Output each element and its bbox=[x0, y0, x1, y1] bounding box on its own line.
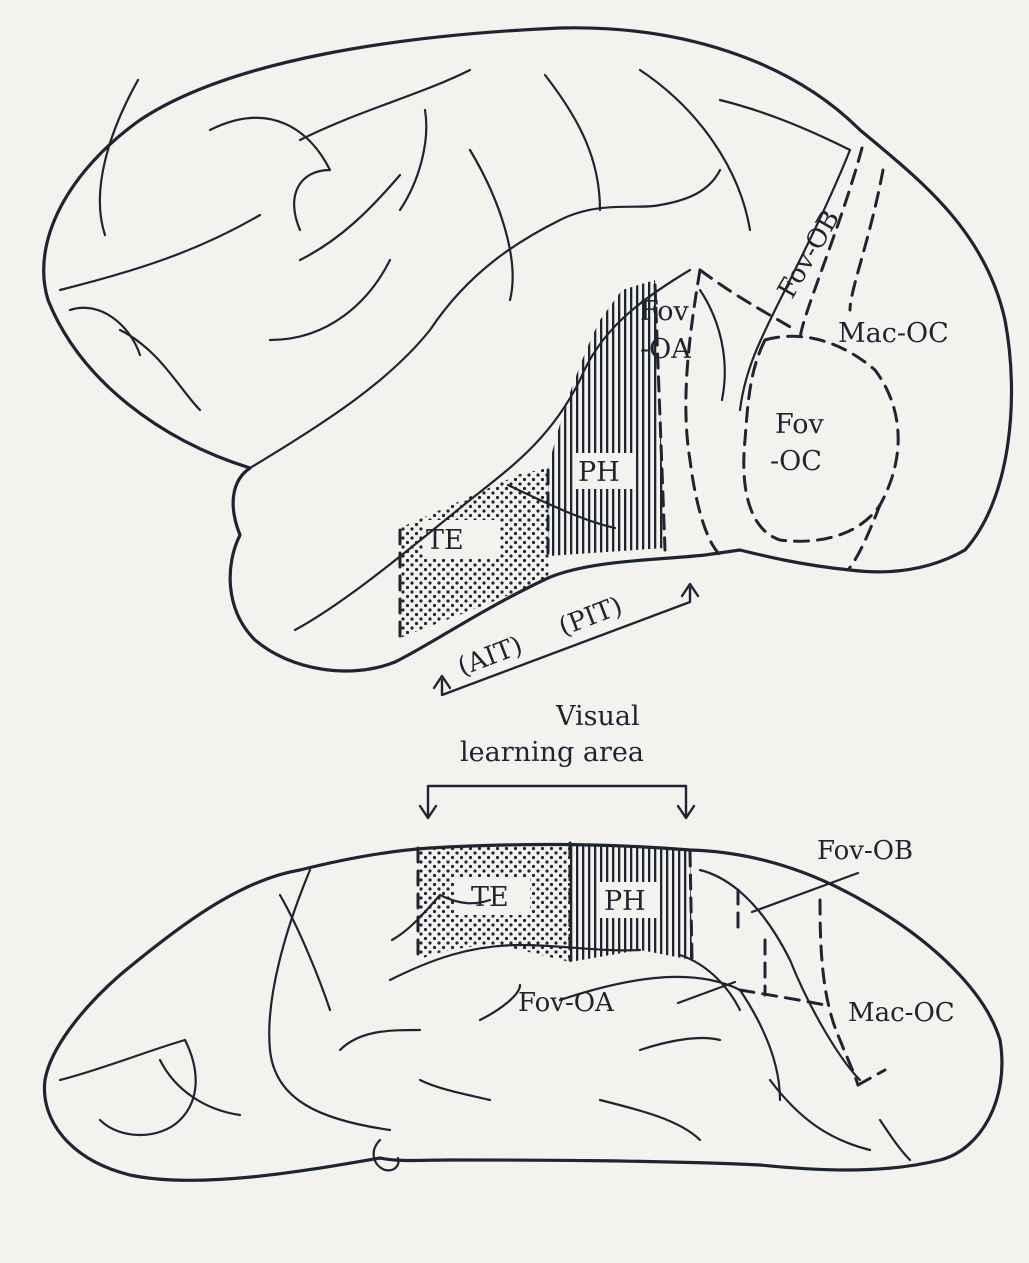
lower-fov-oa-boundary bbox=[740, 990, 825, 1005]
upper-sulcus-3 bbox=[60, 215, 260, 290]
visual-learning-bracket bbox=[428, 786, 686, 816]
lower-sulcus-12 bbox=[640, 1038, 720, 1050]
upper-sulcus-8 bbox=[300, 175, 400, 260]
caption-line2: learning area bbox=[460, 737, 644, 768]
arcuate-sulcus bbox=[470, 150, 513, 300]
lower-fov-ob-label: Fov-OB bbox=[817, 836, 913, 866]
lower-fov-oa-label: Fov-OA bbox=[518, 988, 615, 1018]
fov-oa-label-line2: -OA bbox=[640, 334, 691, 365]
upper-sulcus-9 bbox=[270, 260, 390, 340]
central-sulcus bbox=[545, 75, 600, 210]
lower-sulcus-17 bbox=[880, 1120, 910, 1160]
lower-sulcus-16 bbox=[374, 1140, 399, 1170]
fov-ob-label: Fov-OB bbox=[772, 205, 846, 303]
fov-oa-label-line1: Fov bbox=[640, 296, 690, 327]
lower-sulcus-2 bbox=[280, 895, 330, 1010]
mac-oc-outer bbox=[850, 170, 883, 310]
fov-oc-label-line1: Fov bbox=[775, 409, 825, 440]
upper-sulcus-6 bbox=[300, 70, 470, 140]
ait-label: (AIT) bbox=[454, 631, 527, 683]
upper-sulcus-1 bbox=[100, 80, 138, 235]
te-label: TE bbox=[426, 525, 464, 556]
mac-oc-lower bbox=[848, 505, 880, 570]
mac-oc-label: Mac-OC bbox=[838, 318, 949, 349]
caption: Visual learning area bbox=[420, 701, 694, 818]
fov-ob-leader bbox=[752, 873, 858, 912]
lower-mac-oc-tail bbox=[858, 1070, 885, 1085]
fov-oa-leader bbox=[678, 982, 735, 1003]
caption-line1: Visual bbox=[555, 701, 640, 732]
lower-te-label: TE bbox=[471, 882, 509, 913]
upper-sulcus-10 bbox=[720, 100, 850, 150]
fov-ob-boundary bbox=[686, 270, 720, 555]
inferior-occipital-sulcus bbox=[700, 290, 725, 400]
lower-ph-label: PH bbox=[604, 886, 646, 917]
lower-sulcus-18 bbox=[600, 1100, 700, 1140]
upper-sulcus-4 bbox=[70, 308, 140, 355]
lower-sulcus-10 bbox=[480, 985, 520, 1020]
lower-sulcus-15 bbox=[770, 1080, 870, 1150]
lower-mac-oc-outer bbox=[820, 900, 858, 1085]
upper-brain: Fov -OA Fov-OB Mac-OC Fov -OC PH TE (AIT… bbox=[44, 28, 1012, 695]
lower-mac-oc-label: Mac-OC bbox=[848, 998, 955, 1028]
lower-sulcus-3 bbox=[60, 1040, 185, 1080]
lower-sulcus-5 bbox=[160, 1060, 240, 1115]
lower-sulcus-19 bbox=[420, 1080, 490, 1100]
upper-sulcus-7 bbox=[400, 110, 426, 210]
lower-sulcus-6 bbox=[340, 1030, 420, 1050]
upper-sulcus-5 bbox=[120, 330, 200, 410]
lower-brain: TE PH Fov-OB Fov-OA Mac-OC bbox=[44, 836, 1001, 1180]
ph-label: PH bbox=[578, 457, 620, 488]
fov-oc-label-line2: -OC bbox=[770, 446, 822, 477]
pit-label: (PIT) bbox=[555, 591, 627, 642]
